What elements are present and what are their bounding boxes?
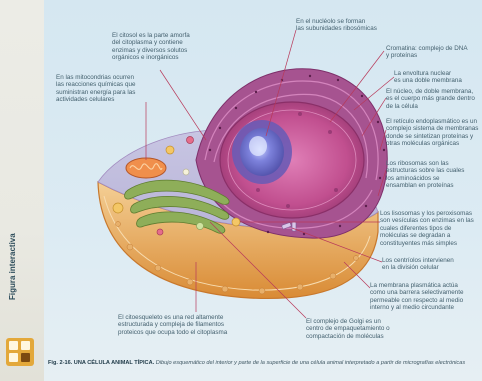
caption-text: Dibujo esquemático del interior y parte …: [156, 360, 465, 366]
label-golgi: El complejo de Golgi es un centro de emp…: [306, 318, 416, 340]
label-citosol: El citosol es la parte amorfa del citopl…: [112, 32, 222, 62]
label-envoltura: La envoltura nuclear es una doble membra…: [394, 70, 482, 85]
caption-figure-number: Fig. 2-16. UNA CÉLULA ANIMAL TÍPICA.: [48, 360, 154, 366]
figure-caption: Fig. 2-16. UNA CÉLULA ANIMAL TÍPICA. Dib…: [48, 360, 478, 367]
label-nucleolo: En el nucléolo se forman las subunidades…: [296, 18, 416, 33]
label-ribosomas: Los ribosomas son las estructuras sobre …: [386, 160, 482, 190]
label-citoesqueleto: El citoesqueleto es una red altamente es…: [118, 314, 268, 336]
label-reticulo: El retículo endoplasmático es un complej…: [386, 118, 482, 148]
label-centriolos: Los centríolos intervienen en la divisió…: [382, 257, 482, 272]
label-cromatina: Cromatina: complejo de DNA y proteínas: [386, 45, 482, 60]
label-lisosomas: Los lisosomas y los peroxisomas son vesí…: [380, 210, 482, 247]
label-nucleo: El núcleo, de doble membrana, es el cuer…: [386, 88, 482, 110]
mitochondrion: [126, 158, 166, 178]
label-mitocondrias: En las mitocondrias ocurren las reaccion…: [56, 74, 166, 104]
label-membrana: La membrana plasmática actúa como una ba…: [370, 282, 482, 312]
